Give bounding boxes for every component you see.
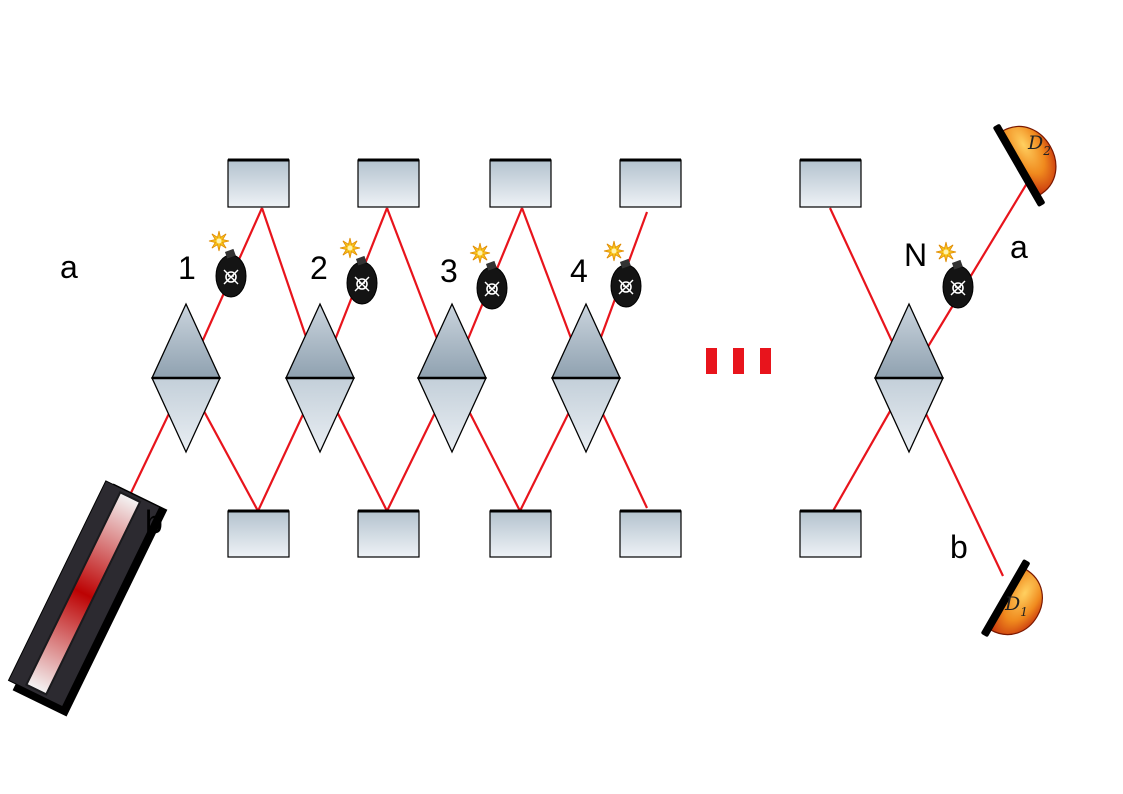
input-port-a-label: a [60,249,78,285]
bomb-icon [208,230,247,298]
mirrors [227,158,862,558]
stage-label-4: 4 [570,253,588,289]
beam-splitter-icon [873,302,945,454]
stage-label-1: 1 [178,250,196,286]
detector-icon [981,559,1043,637]
detector-label-d2: D2 [1027,132,1051,158]
beam-splitter-icon [150,302,222,454]
output-port-b-label: b [950,529,968,565]
bombs [208,230,974,310]
mirror-icon [619,509,682,558]
mirror-icon [619,158,682,208]
mirror-icon [799,158,862,208]
bomb-icon [603,240,642,308]
detector-d1: D1 [981,559,1043,637]
detector-d2: D2 [993,124,1057,207]
spark-icon [935,241,957,263]
stage-label-n: N [904,237,927,273]
stage-label-3: 3 [440,253,458,289]
laser-source-icon [7,480,168,717]
bomb-icon [469,242,508,310]
mirror-icon [489,158,552,208]
beam-splitters [150,302,945,454]
beam-splitter-icon [284,302,356,454]
beam-splitter-icon [550,302,622,454]
spark-icon [603,240,625,262]
mirror-icon [227,509,290,558]
beam-output-a [908,169,1036,379]
bomb-icon [935,241,974,309]
spark-icon [469,242,491,264]
mirror-icon [227,158,290,208]
output-port-a-label: a [1010,229,1028,265]
mirror-icon [357,509,420,558]
spark-icon [208,230,230,252]
bomb-icon [339,237,378,305]
detector-label-d1: D1 [1004,593,1028,619]
detector-icon [993,124,1057,207]
spark-icon [339,237,361,259]
mirror-icon [489,509,552,558]
mirror-icon [357,158,420,208]
input-port-b-label: b [145,504,163,540]
mirror-icon [799,509,862,558]
ellipsis-icon [706,348,771,374]
stage-label-2: 2 [310,250,328,286]
beam-splitter-icon [416,302,488,454]
